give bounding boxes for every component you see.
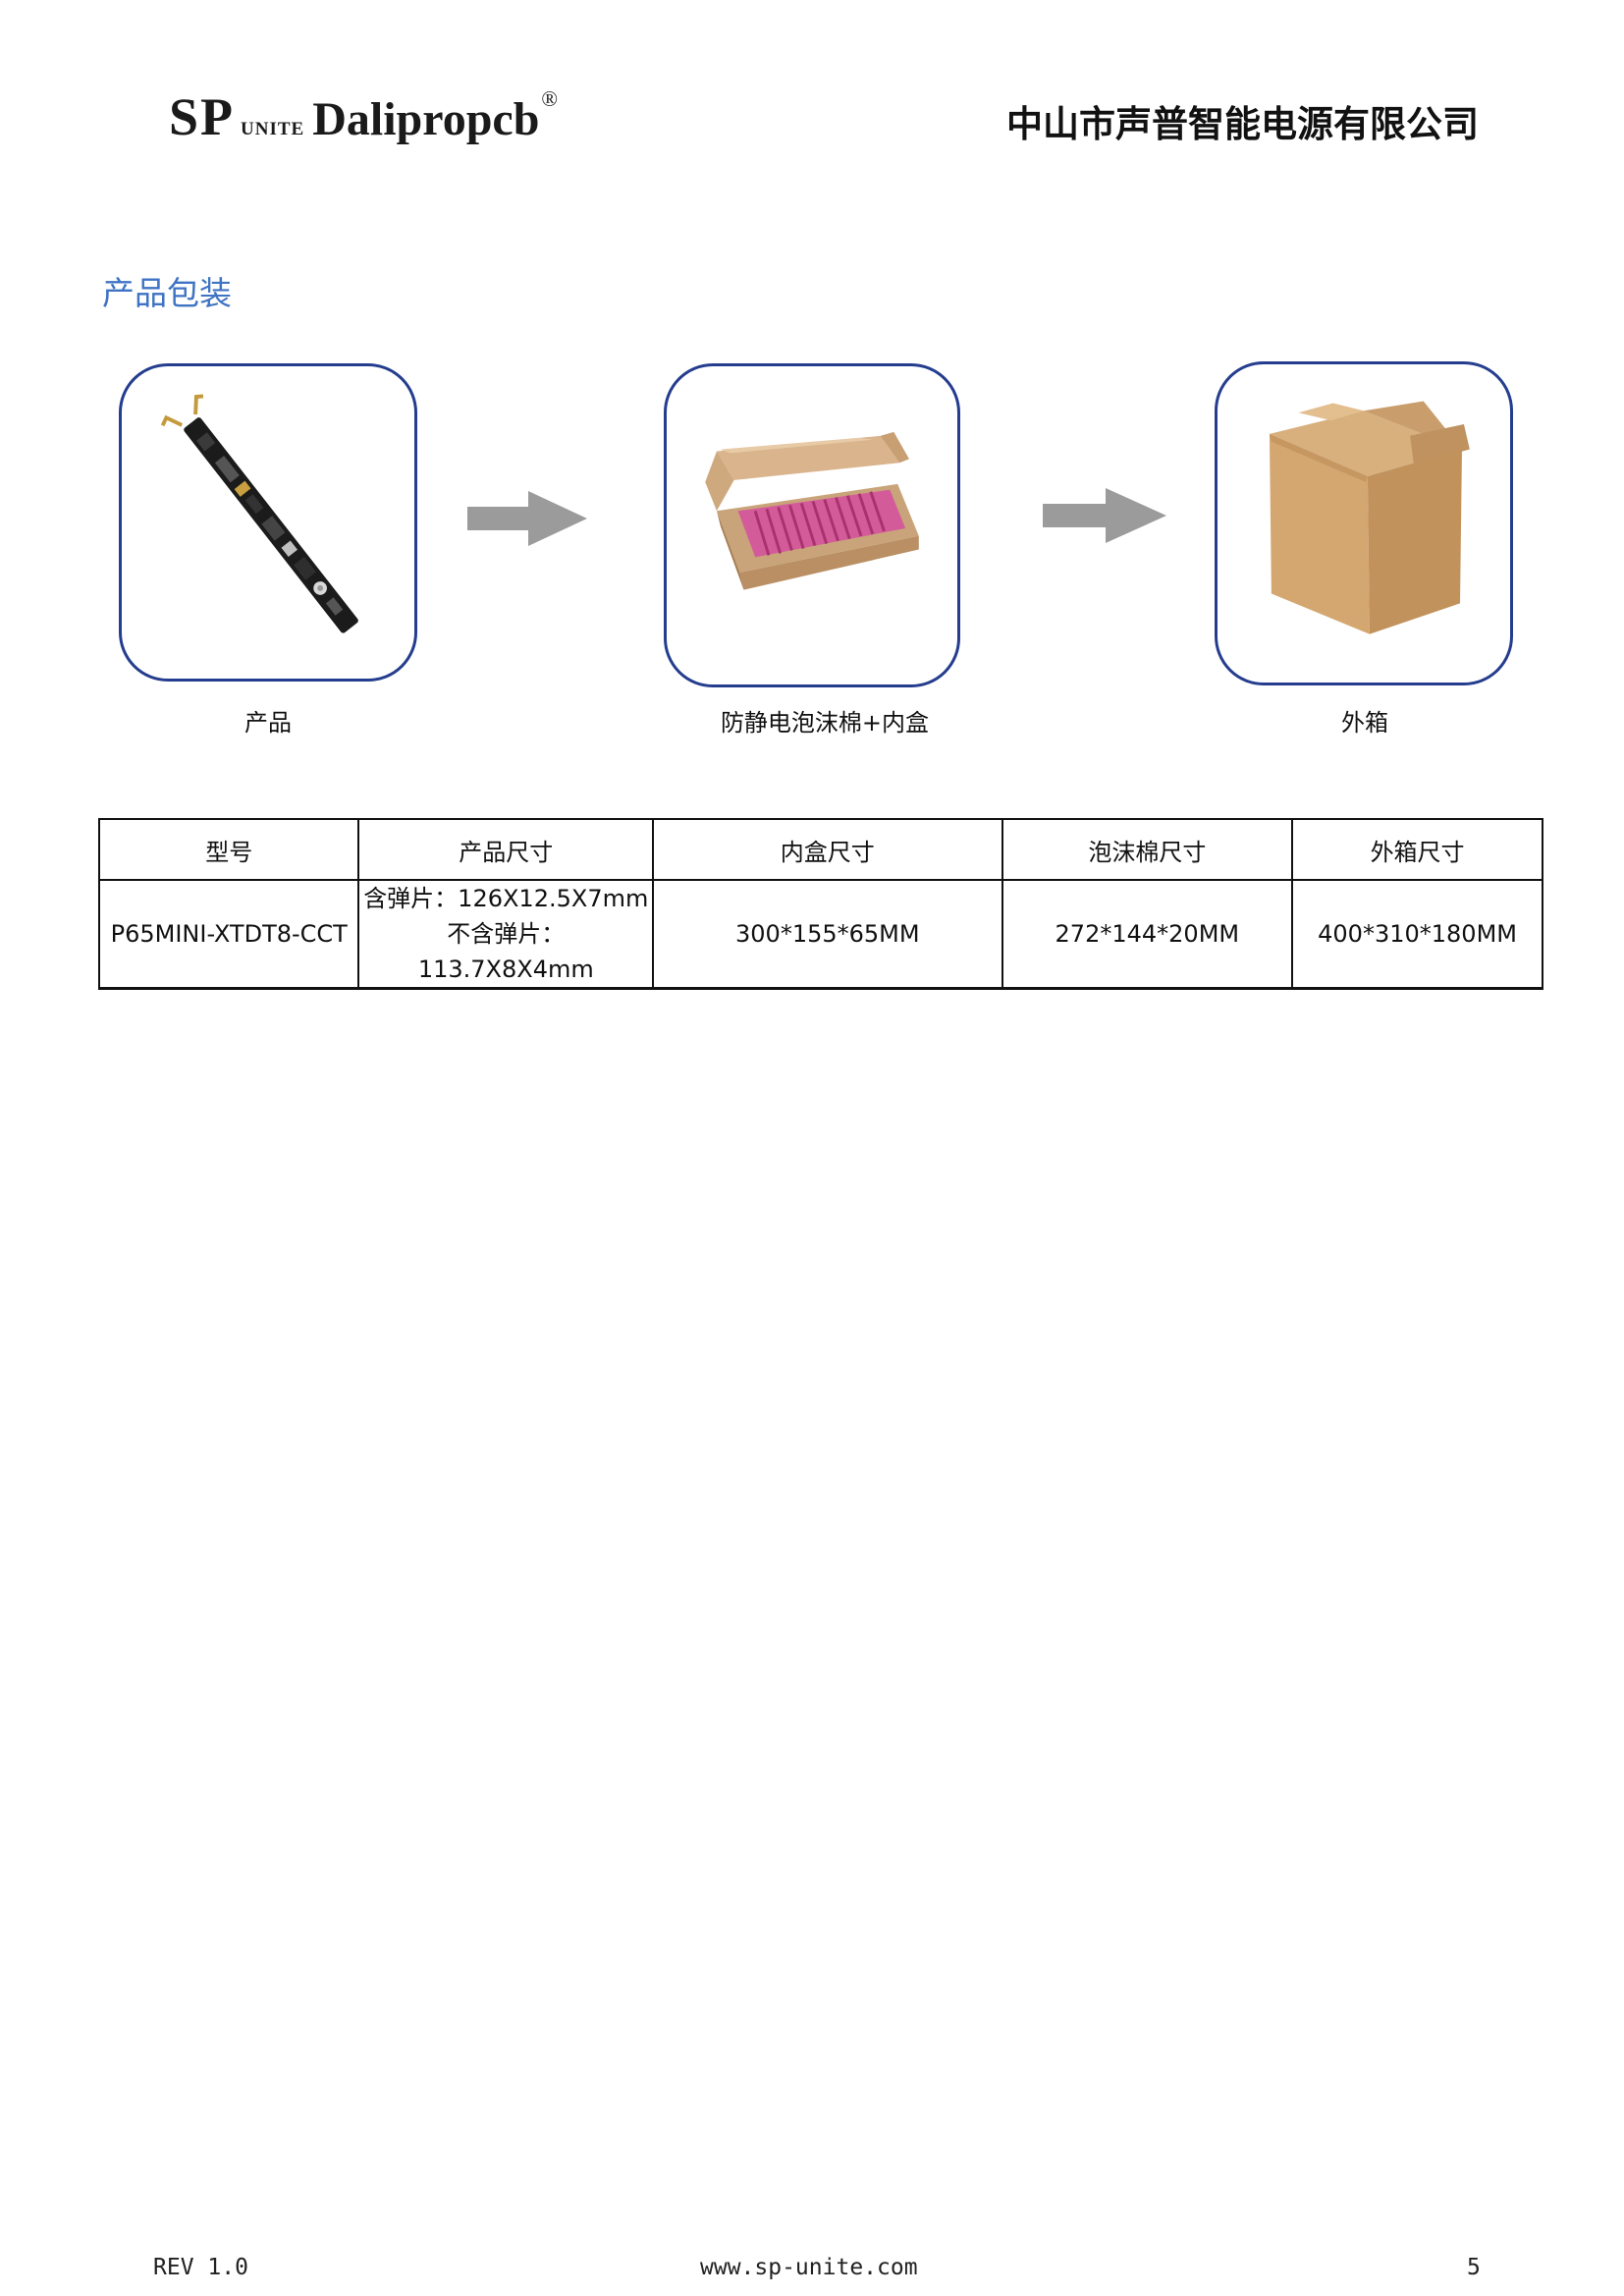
logo-dalipropcb: Dalipropcb [312, 93, 540, 145]
caption-product: 产品 [244, 709, 292, 737]
table-header-row: 型号 产品尺寸 内盒尺寸 泡沫棉尺寸 外箱尺寸 [97, 818, 1543, 881]
header-model: 型号 [97, 818, 360, 881]
footer-revision: REV 1.0 [153, 2255, 248, 2280]
outer-carton-image-card [1215, 361, 1513, 685]
cell-product-size: 含弹片：126X12.5X7mm 不含弹片：113.7X8X4mm [357, 879, 655, 990]
cell-inner-box-size: 300*155*65MM [652, 879, 1003, 990]
table-row: P65MINI-XTDT8-CCT 含弹片：126X12.5X7mm 不含弹片：… [97, 879, 1543, 990]
header-foam-size: 泡沫棉尺寸 [1001, 818, 1294, 881]
size-with-spring: 含弹片：126X12.5X7mm [363, 885, 649, 912]
packaging-spec-table: 型号 产品尺寸 内盒尺寸 泡沫棉尺寸 外箱尺寸 P65MINI-XTDT8-CC… [97, 818, 1543, 990]
header-inner-box-size: 内盒尺寸 [652, 818, 1003, 881]
foam-inner-box-photo-icon [705, 431, 919, 590]
carton-box-photo-icon [1269, 401, 1470, 634]
product-image-card [119, 363, 417, 682]
arrow-right-icon [467, 491, 587, 546]
led-board-photo-icon [160, 394, 358, 633]
cell-model: P65MINI-XTDT8-CCT [97, 879, 360, 990]
header-product-size: 产品尺寸 [357, 818, 655, 881]
caption-outer-box: 外箱 [1341, 709, 1388, 737]
caption-inner-box: 防静电泡沫棉+内盒 [720, 709, 930, 737]
company-name: 中山市声普智能电源有限公司 [1006, 103, 1479, 145]
section-title: 产品包装 [102, 274, 232, 312]
company-logo: SP UNITE Dalipropcb ® [169, 86, 558, 149]
header-outer-box-size: 外箱尺寸 [1291, 818, 1543, 881]
inner-box-image-card [664, 363, 960, 687]
footer-page-number: 5 [1467, 2255, 1481, 2280]
arrow-right-icon [1043, 488, 1166, 543]
cell-outer-box-size: 400*310*180MM [1291, 879, 1543, 990]
logo-sp: SP [169, 87, 236, 146]
logo-unite: UNITE [241, 119, 305, 139]
cell-foam-size: 272*144*20MM [1001, 879, 1294, 990]
size-without-spring: 不含弹片：113.7X8X4mm [417, 920, 594, 983]
registered-mark: ® [541, 86, 559, 111]
footer-website-link[interactable]: www.sp-unite.com [700, 2255, 918, 2280]
